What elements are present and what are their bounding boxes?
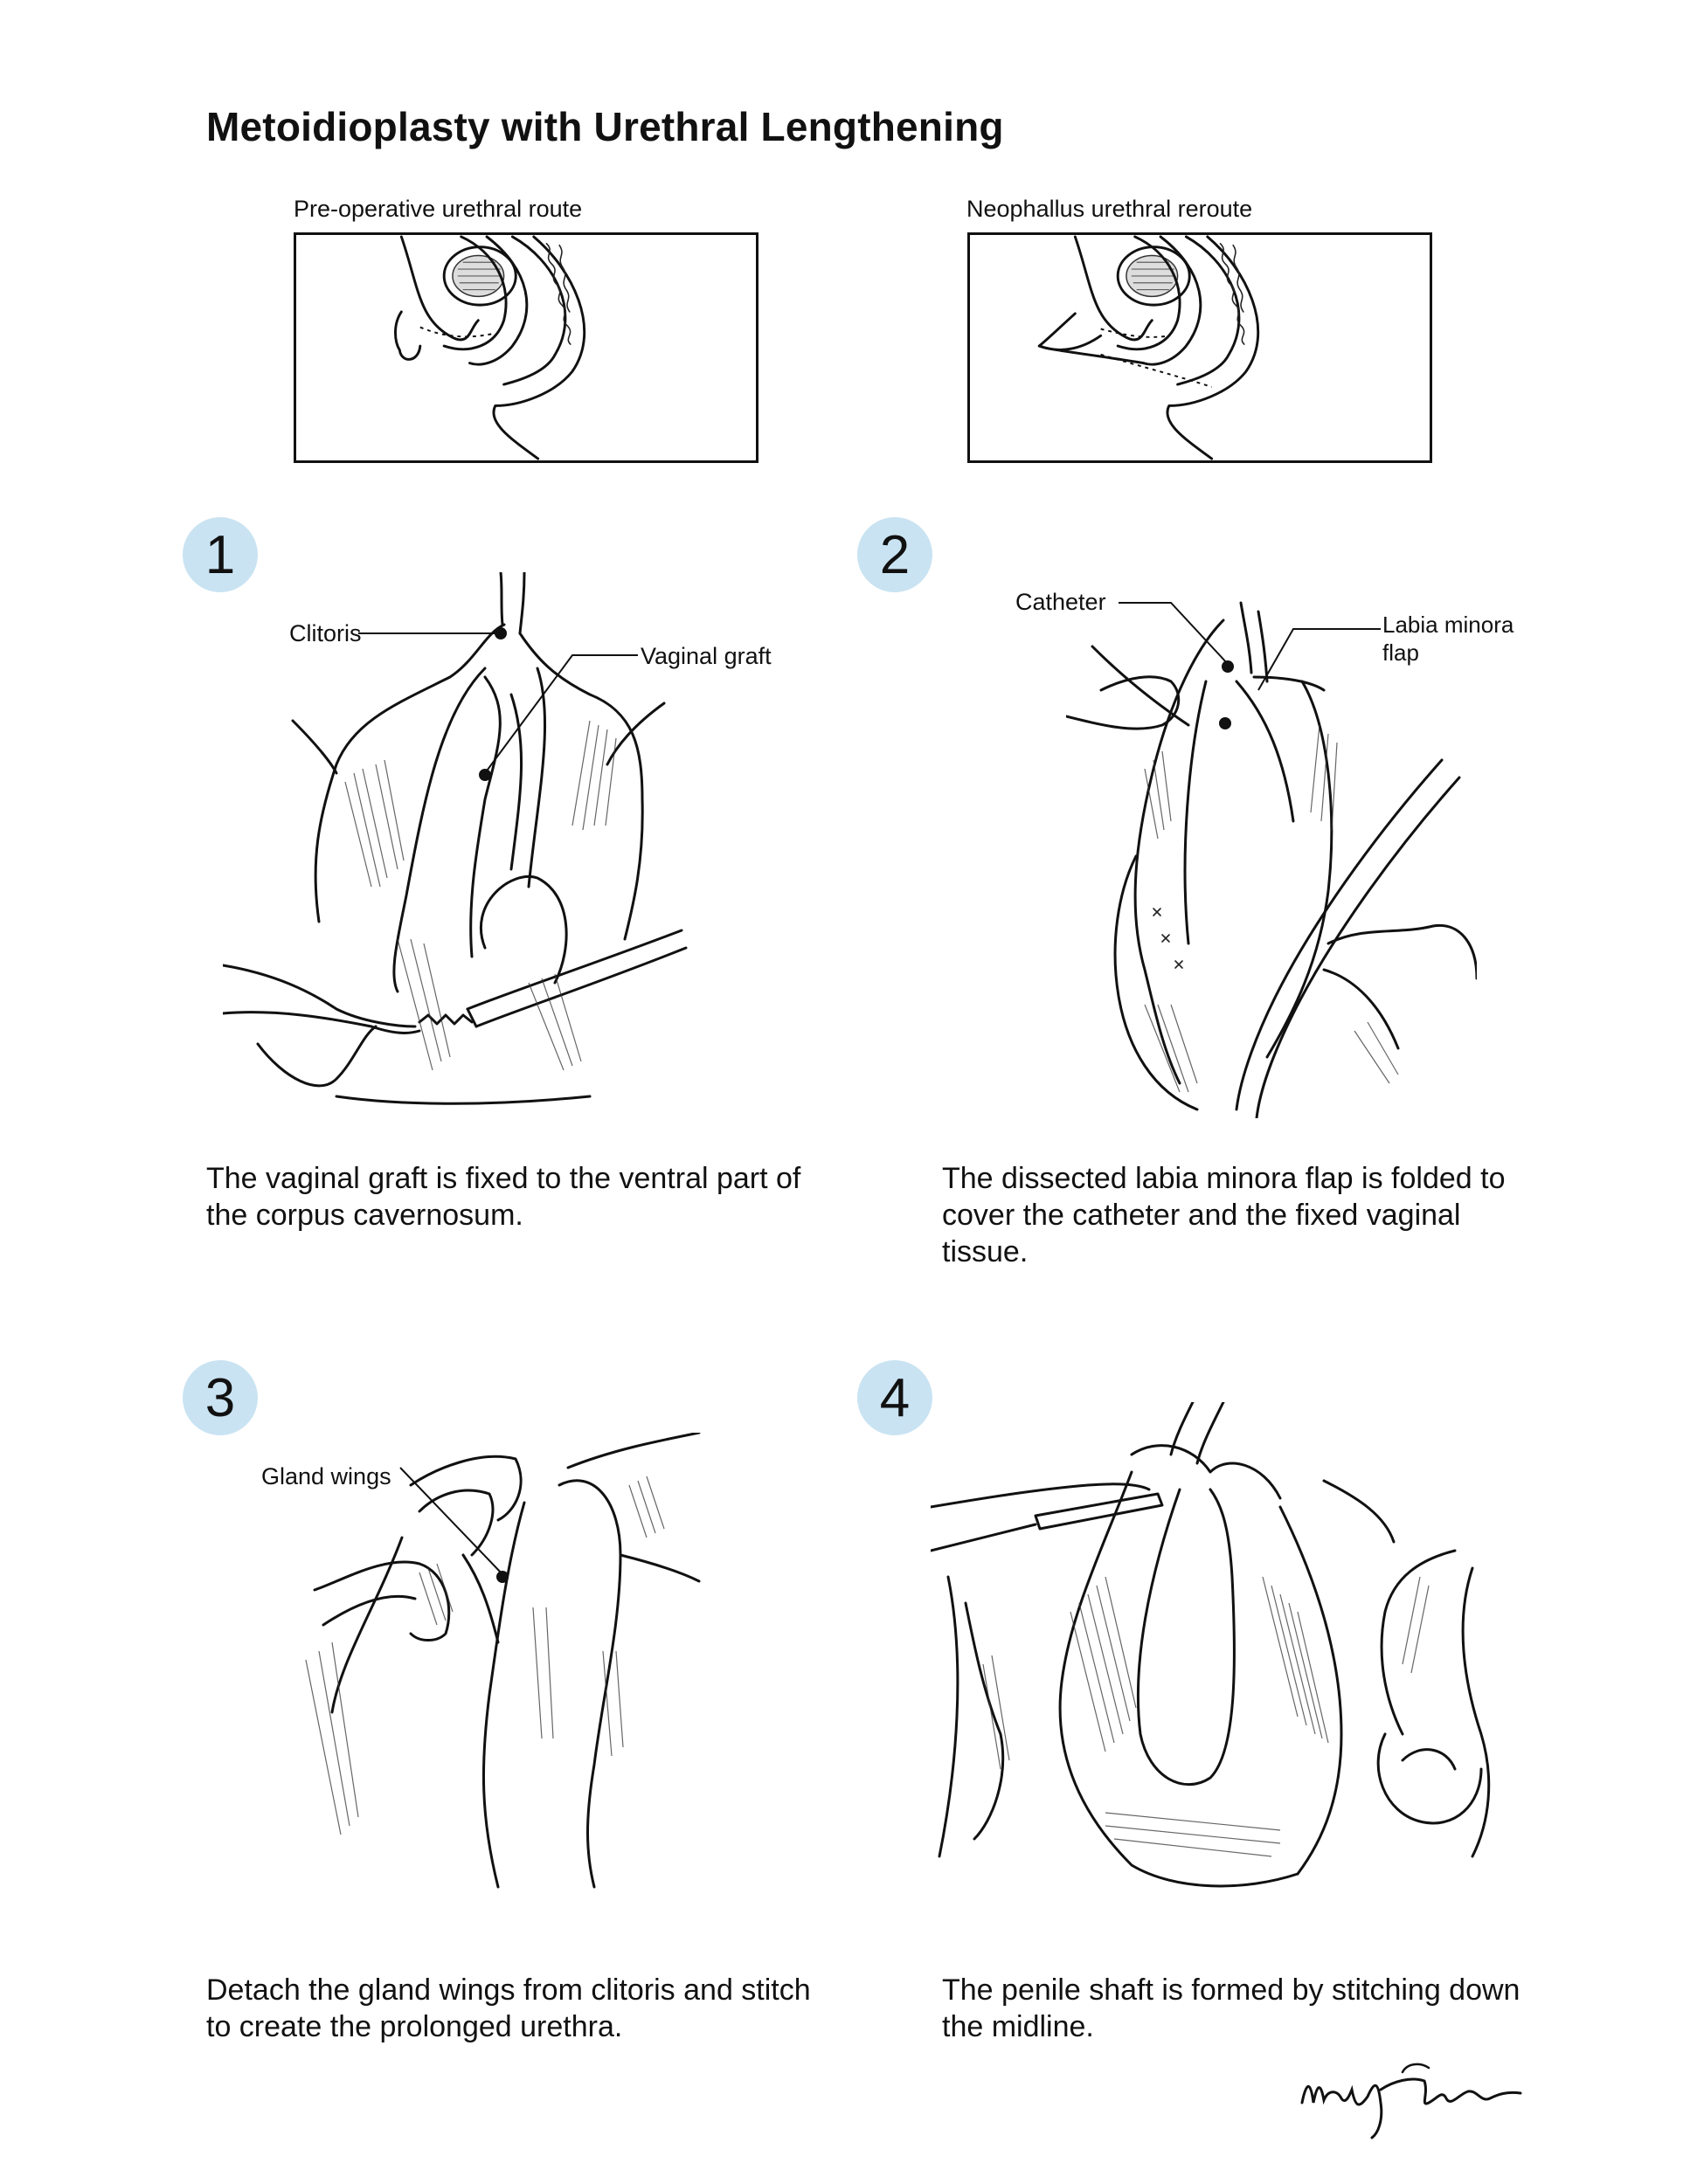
step-3-illustration [288, 1433, 708, 1896]
step-4-drawing [931, 1402, 1491, 1888]
step-2-drawing [1066, 601, 1477, 1118]
step-3-drawing [305, 1433, 701, 1889]
step-4-caption: The penile shaft is formed by stitching … [942, 1973, 1520, 2043]
pre-operative-anatomy-drawing [394, 235, 586, 460]
step-1-badge: 1 [183, 517, 258, 592]
step-4-badge: 4 [857, 1360, 932, 1435]
step-1-caption: The vaginal graft is fixed to the ventra… [206, 1162, 801, 1232]
step-2-badge: 2 [857, 517, 932, 592]
step-2-illustration [1066, 594, 1477, 1118]
neophallus-anatomy-drawing [1037, 235, 1260, 460]
step-1-clitoris-label: Clitoris [289, 620, 362, 646]
step-3-gland-wings-label: Gland wings [261, 1463, 391, 1489]
signature-drawing [1300, 2063, 1522, 2139]
step-2-labia-minora-flap-label: Labia minora flap [1382, 612, 1514, 666]
step-1-vaginal-graft-label: Vaginal graft [641, 643, 772, 669]
pre-operative-diagram [294, 232, 758, 463]
step-3-caption: Detach the gland wings from clitoris and… [206, 1973, 811, 2043]
neophallus-diagram [967, 232, 1432, 463]
artist-signature [1298, 2055, 1525, 2142]
step-3-badge: 3 [183, 1360, 258, 1435]
step-1-illustration [223, 572, 699, 1105]
step-2-caption: The dissected labia minora flap is folde… [942, 1162, 1506, 1268]
page-title: Metoidioplasty with Urethral Lengthening [206, 104, 1004, 149]
pre-operative-label: Pre-operative urethral route [294, 196, 583, 222]
step-4-illustration [931, 1402, 1512, 1909]
step-1-drawing [223, 572, 688, 1105]
neophallus-label: Neophallus urethral reroute [966, 196, 1253, 222]
step-2-catheter-label: Catheter [1015, 589, 1106, 615]
